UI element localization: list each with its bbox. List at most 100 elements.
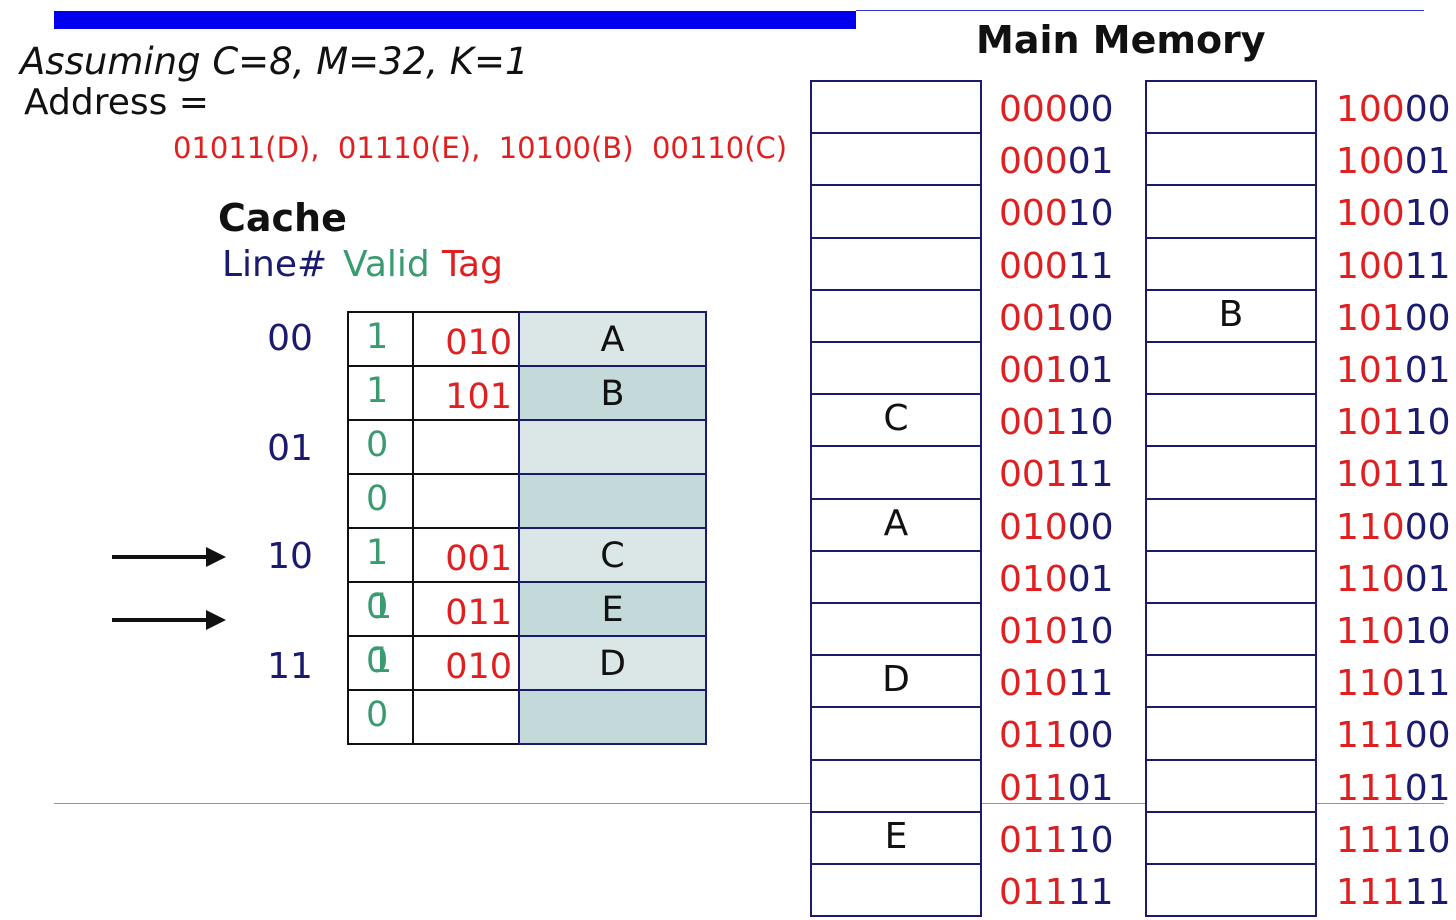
memory-address-tag-bits: 101 [1336, 402, 1405, 444]
memory-address-tag-bits: 110 [1336, 611, 1405, 652]
valid-bit: 0 [366, 479, 389, 519]
memory-address: 00111 [999, 454, 1114, 495]
memory-address-line-bits: 00 [1404, 89, 1451, 130]
valid-bit: 1 [366, 317, 389, 357]
memory-address-line-bits: 01 [1404, 767, 1451, 809]
memory-cell [810, 706, 982, 761]
header-valid: Valid [343, 244, 430, 285]
header-line-number: Line# [222, 244, 328, 285]
memory-address-tag-bits: 100 [1336, 245, 1405, 287]
title-accent-bar [54, 11, 856, 29]
memory-cell: C [810, 393, 982, 448]
memory-cell [1145, 80, 1317, 135]
memory-cell [1145, 184, 1317, 239]
memory-cell [810, 341, 982, 396]
memory-cell [1145, 445, 1317, 500]
memory-address: 11000 [1336, 507, 1451, 548]
memory-address: 00110 [999, 402, 1114, 443]
memory-address: 01010 [999, 611, 1114, 652]
cache-tag-cell [412, 419, 520, 475]
cache-tag-cell [412, 473, 520, 529]
memory-address-line-bits: 11 [1067, 245, 1114, 287]
cache-valid-cell: 1 [347, 365, 414, 421]
memory-cell [810, 236, 982, 291]
memory-address: 01110 [999, 820, 1114, 861]
cache-valid-cell: 0 [347, 419, 414, 475]
memory-address-tag-bits: 001 [999, 297, 1068, 339]
memory-address-line-bits: 11 [1067, 872, 1114, 913]
memory-address-line-bits: 11 [1404, 245, 1451, 287]
cache-data-cell [518, 473, 707, 529]
memory-address-tag-bits: 111 [1336, 767, 1405, 809]
memory-address-line-bits: 10 [1067, 402, 1114, 444]
memory-address-line-bits: 01 [1404, 350, 1451, 391]
valid-bit: 0 [366, 425, 389, 465]
memory-address: 11011 [1336, 663, 1451, 704]
memory-cell [810, 549, 982, 604]
memory-address: 01101 [999, 768, 1114, 809]
memory-address: 11111 [1336, 872, 1451, 913]
cache-line-number: 00 [267, 318, 313, 359]
memory-address: 10001 [1336, 141, 1451, 182]
valid-bit: 0 [366, 695, 389, 735]
memory-address: 01100 [999, 715, 1114, 756]
memory-address-tag-bits: 000 [999, 193, 1068, 235]
memory-address-line-bits: 01 [1067, 350, 1114, 391]
main-memory-title: Main Memory [976, 18, 1266, 62]
cache-data-cell: B [518, 365, 707, 421]
memory-address-line-bits: 10 [1404, 193, 1451, 235]
memory-cell [1145, 341, 1317, 396]
memory-address-tag-bits: 011 [999, 819, 1068, 861]
memory-address: 00011 [999, 246, 1114, 287]
memory-address-tag-bits: 011 [999, 872, 1068, 913]
memory-address-line-bits: 00 [1404, 297, 1451, 339]
memory-address-line-bits: 00 [1067, 89, 1114, 130]
memory-cell [1145, 863, 1317, 918]
cache-tag-cell: 101 [412, 365, 520, 421]
memory-address-tag-bits: 111 [1336, 819, 1405, 861]
memory-address-tag-bits: 011 [999, 767, 1068, 809]
arrow-right-icon [206, 610, 226, 630]
memory-cell: D [810, 654, 982, 709]
memory-address-tag-bits: 101 [1336, 297, 1405, 339]
memory-address-tag-bits: 110 [1336, 558, 1405, 600]
memory-cell [810, 132, 982, 187]
memory-cell: A [810, 497, 982, 552]
memory-address-tag-bits: 011 [999, 715, 1068, 757]
memory-address: 00010 [999, 193, 1114, 234]
memory-cell [810, 863, 982, 918]
memory-address-tag-bits: 000 [999, 245, 1068, 287]
memory-cell [810, 445, 982, 500]
memory-address-line-bits: 10 [1404, 819, 1451, 861]
cache-tag-cell [412, 689, 520, 745]
memory-address: 11110 [1336, 820, 1451, 861]
memory-cell [1145, 393, 1317, 448]
memory-address-tag-bits: 101 [1336, 350, 1405, 391]
memory-address-tag-bits: 001 [999, 454, 1068, 496]
memory-address-tag-bits: 110 [1336, 663, 1405, 705]
memory-cell [1145, 236, 1317, 291]
memory-address-line-bits: 10 [1404, 402, 1451, 444]
memory-address-line-bits: 10 [1067, 819, 1114, 861]
memory-address-tag-bits: 001 [999, 402, 1068, 444]
memory-cell [810, 758, 982, 813]
memory-address: 11001 [1336, 559, 1451, 600]
memory-address-tag-bits: 100 [1336, 141, 1405, 183]
arrow-right-icon [206, 547, 226, 567]
memory-address-line-bits: 00 [1067, 506, 1114, 548]
cache-data-cell: C [518, 527, 707, 583]
cache-data-cell: D [518, 635, 707, 691]
memory-address-tag-bits: 100 [1336, 193, 1405, 235]
memory-address-line-bits: 00 [1404, 506, 1451, 548]
memory-address-line-bits: 00 [1404, 715, 1451, 757]
cache-valid-cell: 0 [347, 689, 414, 745]
memory-address: 00001 [999, 141, 1114, 182]
memory-address: 01001 [999, 559, 1114, 600]
cache-data-cell [518, 419, 707, 475]
memory-address-line-bits: 00 [1067, 297, 1114, 339]
cache-valid-cell: 0 [347, 473, 414, 529]
memory-address: 10011 [1336, 246, 1451, 287]
memory-address-line-bits: 10 [1404, 611, 1451, 652]
memory-address-line-bits: 11 [1404, 663, 1451, 705]
cache-data-cell: A [518, 311, 707, 367]
